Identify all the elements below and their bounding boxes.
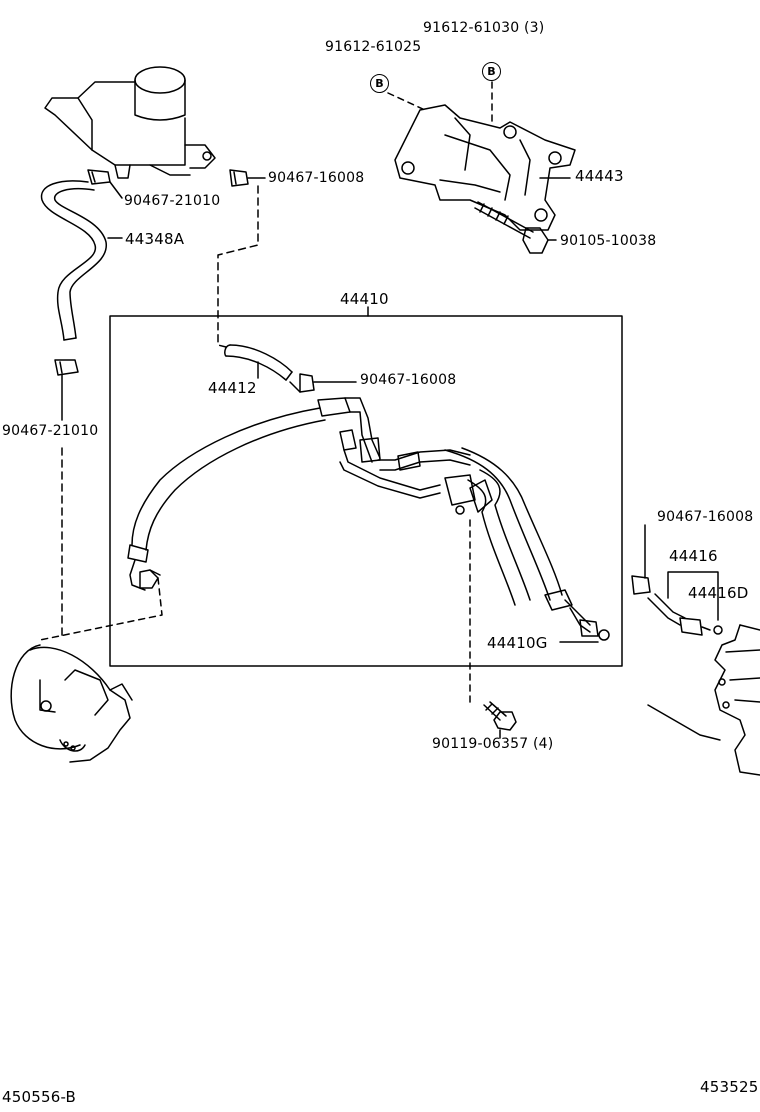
bolt-90119-06357 <box>483 701 517 731</box>
right-hoses <box>444 447 610 641</box>
label-90105-10038: 90105-10038 <box>560 233 657 249</box>
footer-right-code: 453525 <box>700 1078 759 1096</box>
label-44416: 44416 <box>669 547 718 565</box>
label-90467-16008-upper: 90467-16008 <box>268 170 365 186</box>
label-91612-61025: 91612-61025 <box>325 39 422 55</box>
marker-b-right: B <box>482 62 501 81</box>
label-44348A: 44348A <box>125 230 185 248</box>
marker-b-left: B <box>370 74 389 93</box>
pressure-hose <box>127 407 326 591</box>
steering-gear <box>647 624 760 776</box>
label-90467-21010-lower: 90467-21010 <box>2 423 99 439</box>
return-hose-44348A <box>40 180 107 341</box>
clip-90467-16008-upper <box>229 169 249 187</box>
clip-90467-16008-mid <box>289 373 315 393</box>
label-90467-16008-right: 90467-16008 <box>657 509 754 525</box>
clip-90467-21010-lower <box>54 359 79 376</box>
tube-cluster <box>317 397 471 499</box>
label-44410: 44410 <box>340 290 389 308</box>
power-steering-pump <box>10 644 133 763</box>
bolt-90105-10038 <box>474 201 557 254</box>
footer-left-code: 450556-B <box>2 1088 77 1106</box>
label-90467-16008-mid: 90467-16008 <box>360 372 457 388</box>
label-44410G: 44410G <box>487 634 548 652</box>
label-90467-21010-upper: 90467-21010 <box>124 193 221 209</box>
reservoir-tank <box>44 66 216 179</box>
hose-bracket <box>444 474 493 515</box>
bracket-44443 <box>394 104 576 231</box>
assembly-box-44410 <box>109 315 623 667</box>
label-44412: 44412 <box>208 379 257 397</box>
label-91612-61030: 91612-61030 (3) <box>423 20 545 36</box>
tube-44416 <box>631 575 723 636</box>
label-44416D: 44416D <box>688 584 749 602</box>
label-44443: 44443 <box>575 167 624 185</box>
label-90119-06357: 90119-06357 (4) <box>432 736 554 752</box>
hose-44412 <box>224 344 293 381</box>
clip-90467-21010-upper <box>87 169 111 185</box>
